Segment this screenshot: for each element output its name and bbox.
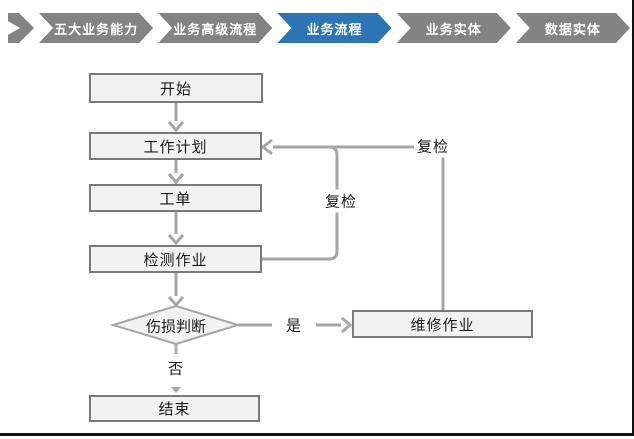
breadcrumb-item-label: 五大业务能力 — [54, 21, 139, 37]
flow-node-end: 结束 — [89, 395, 260, 422]
breadcrumb-item-business-process[interactable]: 业务流程 — [277, 13, 391, 43]
arrow-yes-to-repair — [316, 316, 353, 334]
arrow-workorder-to-inspection — [167, 212, 185, 246]
flow-node-damage-decision-label: 伤损判断 — [145, 318, 207, 336]
flow-node-repair: 维修作业 — [352, 310, 533, 338]
page-border-right — [632, 0, 634, 436]
decision-diamond-shape — [109, 304, 242, 346]
breadcrumb: 五大业务能力 业务高级流程 业务流程 业务实体 数据实体 — [8, 13, 630, 43]
edge-label-recheck-outer: 复检 — [413, 134, 453, 158]
page-border-bottom — [0, 433, 634, 436]
breadcrumb-item-five-capabilities[interactable]: 五大业务能力 — [39, 13, 153, 43]
arrow-inspection-to-decision — [167, 273, 185, 308]
arrowhead-into-end — [171, 387, 181, 393]
breadcrumb-item-data-entity[interactable]: 数据实体 — [516, 13, 630, 43]
arrow-workplan-to-workorder — [167, 160, 185, 185]
edge-recheck-outer-loop — [273, 145, 445, 310]
flow-node-start: 开始 — [89, 73, 263, 103]
breadcrumb-item-label: 业务实体 — [425, 21, 482, 37]
edge-label-recheck-inner: 复检 — [321, 189, 361, 213]
flow-node-inspection: 检测作业 — [89, 245, 262, 273]
breadcrumb-item-label: 数据实体 — [544, 21, 601, 37]
breadcrumb-item-business-entity[interactable]: 业务实体 — [397, 13, 511, 43]
arrowhead-into-workplan — [260, 138, 273, 156]
flow-node-work-order: 工单 — [89, 184, 262, 212]
breadcrumb-item-label: 业务流程 — [306, 21, 363, 37]
breadcrumb-item-label: 业务高级流程 — [173, 21, 258, 37]
edge-label-no: 否 — [164, 356, 188, 380]
breadcrumb-item-high-level-process[interactable]: 业务高级流程 — [158, 13, 272, 43]
edge-label-yes: 是 — [282, 313, 306, 337]
arrow-start-to-workplan — [167, 103, 185, 133]
flow-node-work-plan: 工作计划 — [89, 132, 262, 160]
